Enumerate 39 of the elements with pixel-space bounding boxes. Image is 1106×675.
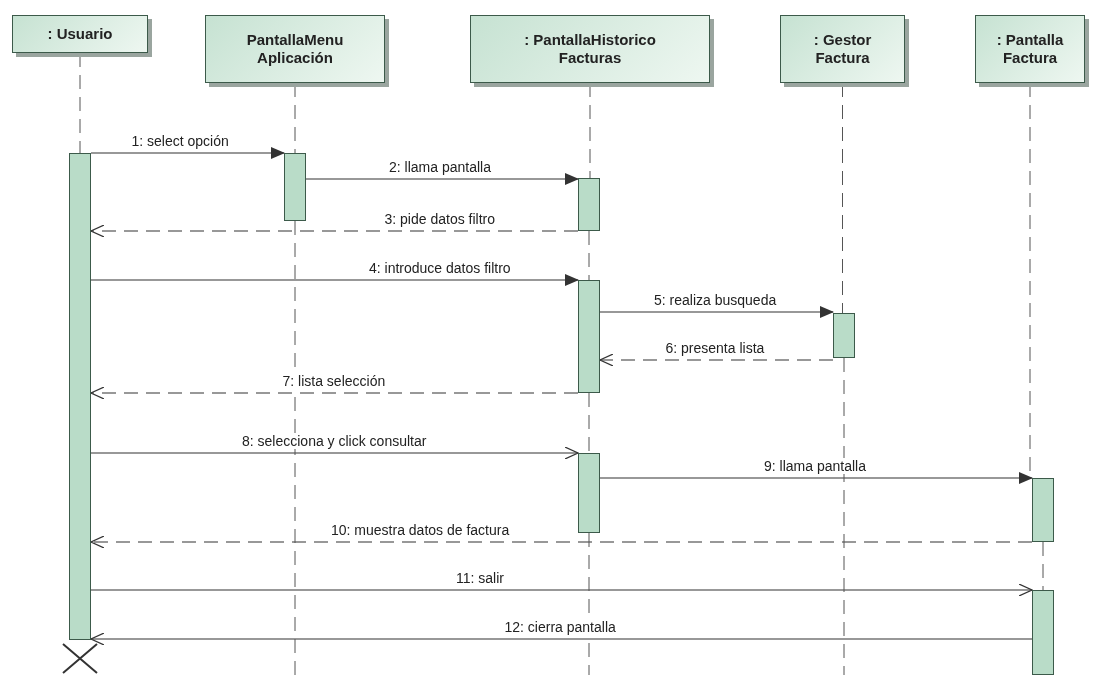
message-arrow — [90, 632, 1033, 646]
message-label: 6: presenta lista — [663, 340, 767, 356]
message-label: 11: salir — [454, 570, 506, 586]
message-arrow — [599, 472, 1033, 484]
activation-bar — [69, 153, 91, 640]
message-label: 7: lista selección — [280, 373, 388, 389]
message-label: 9: llama pantalla — [762, 458, 868, 474]
message-arrow — [90, 535, 1033, 549]
message-arrow — [599, 306, 834, 318]
message-label: 1: select opción — [129, 133, 231, 149]
message-label: 3: pide datos filtro — [382, 211, 497, 227]
activation-bar — [833, 313, 855, 358]
message-arrow — [305, 173, 579, 185]
lifeline — [588, 392, 590, 454]
message-arrow — [90, 583, 1033, 597]
message-arrow — [90, 386, 579, 400]
message-label: 5: realiza busqueda — [652, 292, 779, 308]
message-label: 4: introduce datos filtro — [367, 260, 513, 276]
lifeline — [1042, 541, 1044, 591]
message-arrow — [599, 353, 834, 367]
activation-bar — [1032, 478, 1054, 542]
lifeline — [588, 532, 590, 675]
activation-bar — [578, 453, 600, 533]
message-arrow — [90, 224, 579, 238]
message-arrow — [90, 446, 579, 460]
lifeline — [294, 220, 296, 675]
activation-bar — [578, 280, 600, 393]
lifeline — [588, 230, 590, 281]
message-label: 2: llama pantalla — [387, 159, 493, 175]
activation-bar — [578, 178, 600, 231]
message-arrow — [90, 274, 579, 286]
activation-bar — [284, 153, 306, 221]
destruction-mark — [62, 643, 98, 674]
activation-bar — [1032, 590, 1054, 675]
message-label: 12: cierra pantalla — [502, 619, 618, 635]
lifeline — [843, 357, 845, 675]
message-label: 10: muestra datos de factura — [329, 522, 512, 538]
message-label: 8: selecciona y click consultar — [240, 433, 429, 449]
message-arrow — [90, 147, 285, 159]
